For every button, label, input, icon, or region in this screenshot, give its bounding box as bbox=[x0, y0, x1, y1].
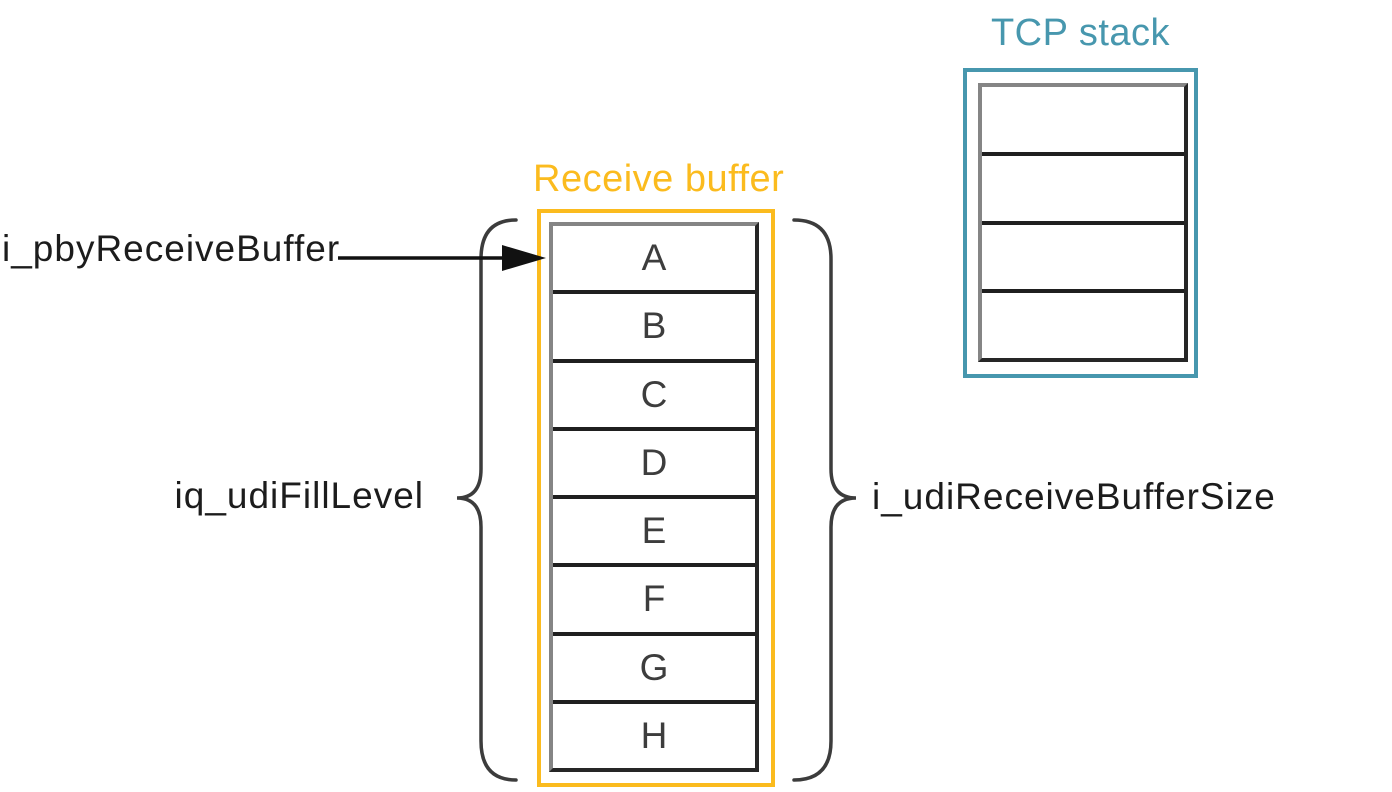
pointer-arrow-icon bbox=[338, 245, 546, 271]
receive-buffer-cell: A bbox=[553, 226, 755, 295]
tcp-stack-cell bbox=[982, 293, 1184, 358]
receive-buffer-cell: C bbox=[553, 362, 755, 431]
receive-buffer-cell: B bbox=[553, 294, 755, 363]
fill-level-variable-label: iq_udiFillLevel bbox=[174, 475, 424, 516]
pointer-variable-label: i_pbyReceiveBuffer bbox=[2, 228, 341, 269]
left-brace-icon bbox=[456, 218, 518, 782]
receive-buffer-title: Receive buffer bbox=[533, 158, 785, 200]
receive-buffer-cell: F bbox=[553, 567, 755, 636]
tcp-stack-title: TCP stack bbox=[990, 12, 1171, 54]
receive-buffer-cell: D bbox=[553, 430, 755, 499]
right-brace-icon bbox=[792, 218, 857, 782]
receive-buffer-cell: G bbox=[553, 635, 755, 704]
tcp-stack-cells bbox=[978, 83, 1188, 362]
tcp-stack-cell bbox=[982, 224, 1184, 294]
tcp-stack-cell bbox=[982, 87, 1184, 156]
buffer-size-variable-label: i_udiReceiveBufferSize bbox=[872, 476, 1276, 517]
receive-buffer-cell: E bbox=[553, 499, 755, 568]
tcp-stack-cell bbox=[982, 155, 1184, 225]
receive-buffer-cell: H bbox=[553, 703, 755, 768]
